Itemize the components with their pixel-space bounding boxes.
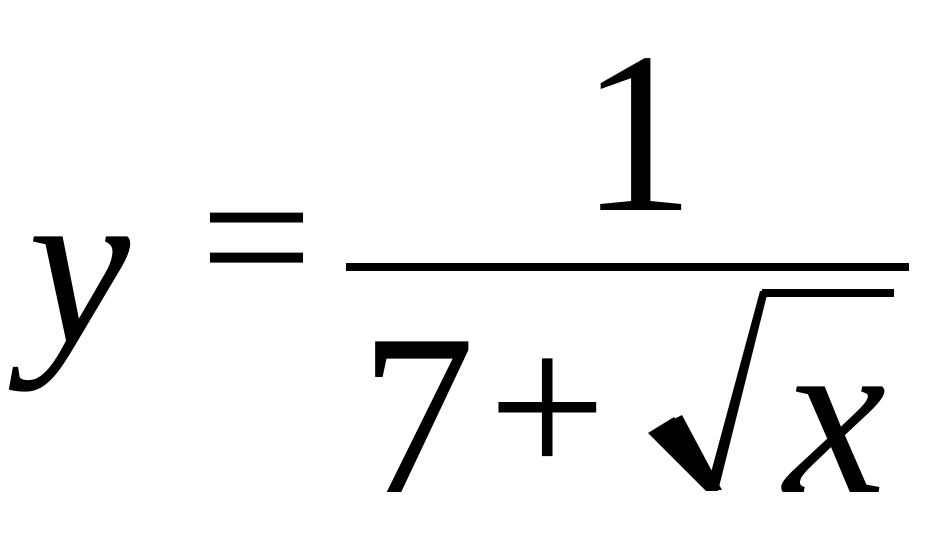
square-root-icon [648, 289, 894, 491]
radicand-variable: x [784, 287, 887, 542]
lhs-variable: y [28, 137, 131, 392]
equals-sign: = [200, 127, 313, 348]
fraction-bar [346, 263, 909, 271]
plus-sign: + [488, 291, 607, 523]
denominator-constant: 7 [360, 287, 475, 542]
numerator: 1 [580, 5, 695, 260]
